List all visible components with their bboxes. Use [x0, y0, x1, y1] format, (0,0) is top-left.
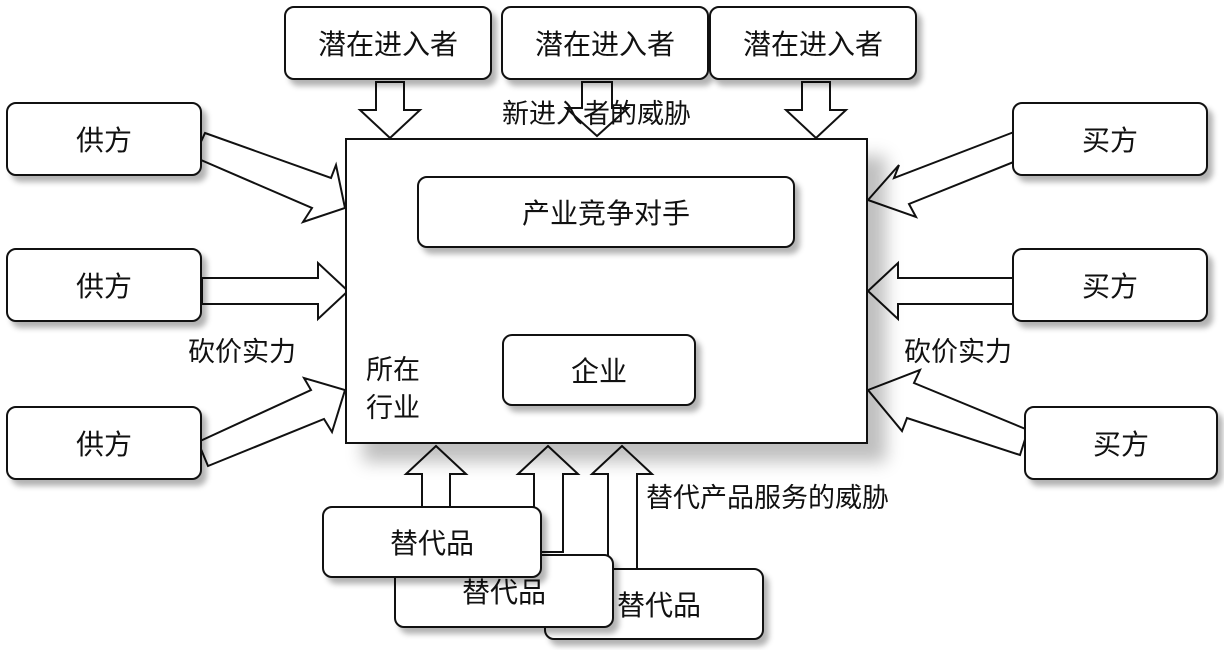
supplier-box-3: 供方	[6, 406, 202, 480]
buyer-box-3: 买方	[1024, 406, 1218, 480]
buyer-box-2: 买方	[1012, 248, 1208, 322]
substitute-arrow-2	[515, 444, 581, 553]
buyer-arrow-1	[866, 130, 1028, 219]
buyer-power-label: 砍价实力	[904, 337, 1012, 368]
supplier-box-2: 供方	[6, 248, 202, 322]
buyer-arrow-3	[866, 368, 1030, 457]
substitute-threat-label: 替代产品服务的威胁	[646, 483, 889, 514]
entrant-threat-label: 新进入者的威胁	[502, 99, 691, 130]
industry-label: 所在行业	[366, 355, 420, 424]
entrant-box-1: 潜在进入者	[284, 6, 492, 80]
rivals-box: 产业竞争对手	[417, 176, 795, 248]
supplier-box-1: 供方	[6, 102, 202, 176]
entrant-arrow-2	[563, 81, 631, 138]
buyer-arrow-2	[866, 260, 1015, 322]
entrant-box-3: 潜在进入者	[709, 6, 917, 80]
supplier-arrow-1	[192, 131, 347, 224]
substitute-arrow-1	[403, 444, 469, 509]
supplier-power-label: 砍价实力	[188, 337, 296, 368]
supplier-arrow-2	[201, 260, 350, 322]
entrant-arrow-1	[357, 81, 423, 140]
supplier-arrow-3	[196, 376, 347, 468]
entrant-box-2: 潜在进入者	[501, 6, 709, 80]
buyer-box-1: 买方	[1012, 102, 1208, 176]
substitute-box-1: 替代品	[322, 506, 542, 578]
firm-box: 企业	[502, 334, 696, 406]
entrant-arrow-3	[783, 81, 849, 140]
